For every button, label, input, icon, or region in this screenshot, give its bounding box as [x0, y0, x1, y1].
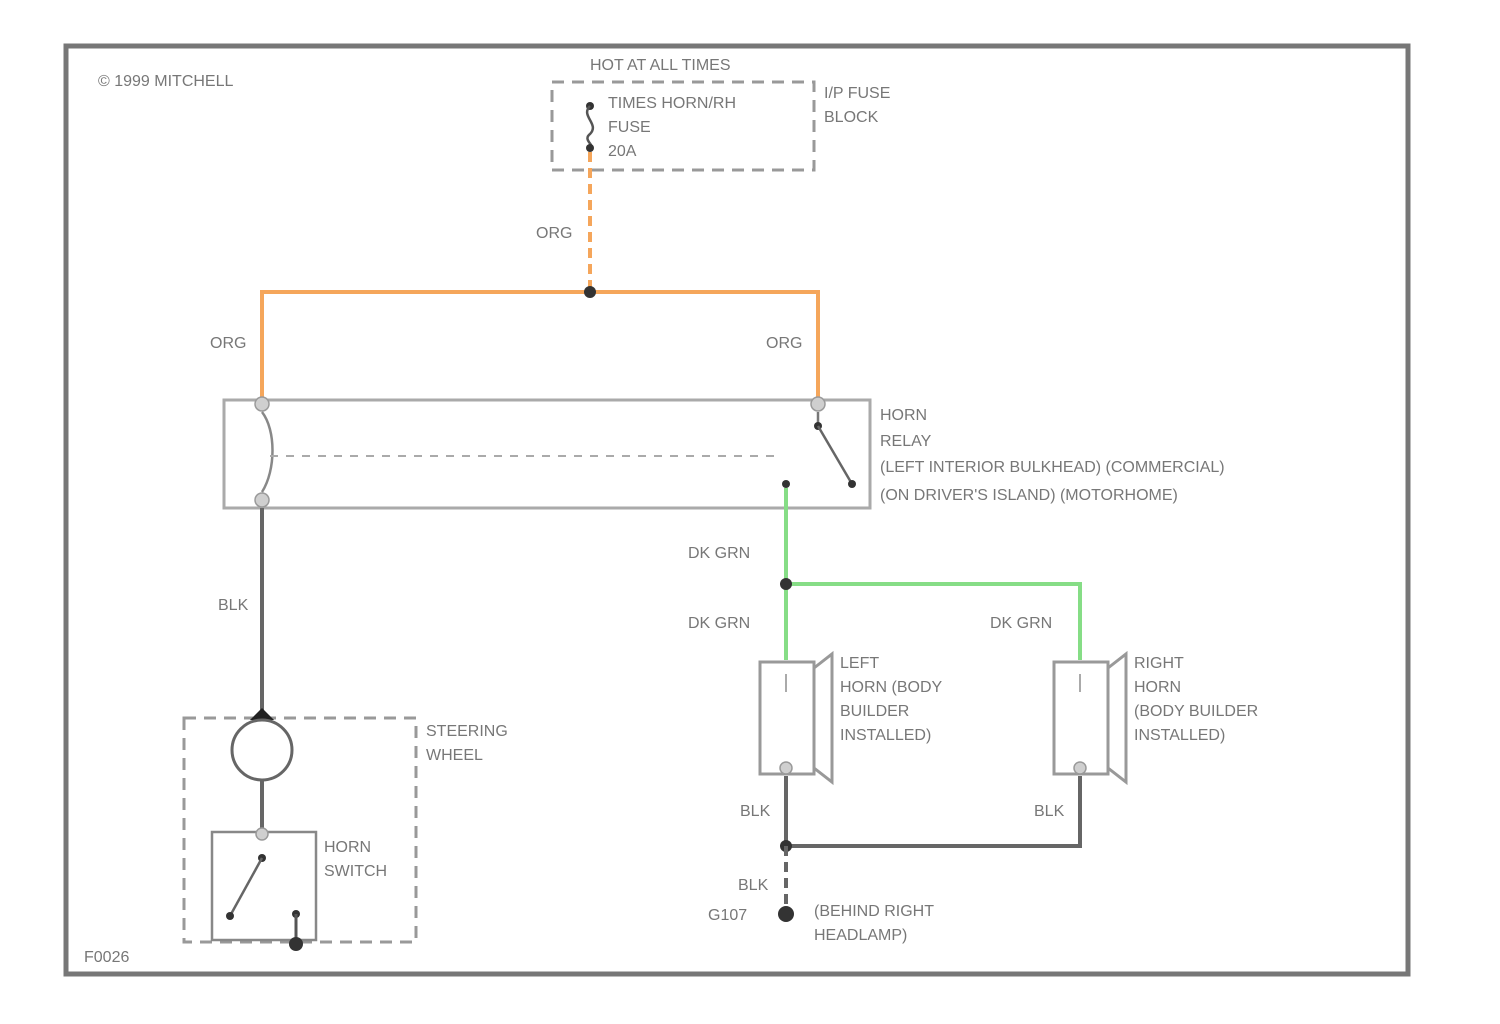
fuse-block-label-line-2: BLOCK [824, 109, 879, 126]
org-wire-label-right: ORG [766, 335, 802, 352]
org-splice-dot [584, 286, 596, 298]
left-horn-label-line-4: INSTALLED) [840, 727, 931, 744]
relay-pin-coil-bottom [255, 493, 269, 507]
horn-switch-label-line-1: HORN [324, 839, 371, 856]
right-horn-label-line-2: HORN [1134, 679, 1181, 696]
relay-label-line-2: RELAY [880, 433, 932, 450]
steering-wheel-label-line-2: WHEEL [426, 747, 483, 764]
ground-location-line-2: HEADLAMP) [814, 927, 907, 944]
left-horn-label-line-1: LEFT [840, 655, 879, 672]
horn-switch-ground-dot [289, 937, 303, 951]
left-horn-label-line-2: HORN (BODY [840, 679, 943, 696]
relay-pin-coil-top [255, 397, 269, 411]
left-horn-icon [760, 654, 832, 782]
right-horn-icon [1054, 654, 1126, 782]
relay-pin-switch-top [811, 397, 825, 411]
right-horn-label-line-4: INSTALLED) [1134, 727, 1225, 744]
grn-wire-label-left: DK GRN [688, 615, 750, 632]
fuse-label-line-2: FUSE [608, 119, 651, 136]
org-wire-label-left: ORG [210, 335, 246, 352]
relay-label-line-3: (LEFT INTERIOR BULKHEAD) (COMMERCIAL) [880, 459, 1225, 476]
fuse-block-label-line-1: I/P FUSE [824, 85, 890, 102]
fuse-label-line-3: 20A [608, 143, 637, 160]
horn-switch-box [212, 832, 316, 940]
ground-point-dot [778, 906, 794, 922]
copyright-label: © 1999 MITCHELL [98, 73, 234, 90]
blk-wire-label-left-horn: BLK [740, 803, 771, 820]
horn-switch-label-line-2: SWITCH [324, 863, 387, 880]
fuse-label-line-1: TIMES HORN/RH [608, 95, 736, 112]
figure-id-label: F0026 [84, 949, 129, 966]
ground-id-label: G107 [708, 907, 747, 924]
grn-splice-dot [780, 578, 792, 590]
ground-location-line-1: (BEHIND RIGHT [814, 903, 934, 920]
blk-wire-label-ground: BLK [738, 877, 769, 894]
org-wire-label-main: ORG [536, 225, 572, 242]
blk-wire-label-relay: BLK [218, 597, 249, 614]
grn-wire-label-right: DK GRN [990, 615, 1052, 632]
right-horn-label-line-3: (BODY BUILDER [1134, 703, 1258, 720]
blk-wire-label-right-horn: BLK [1034, 803, 1065, 820]
hot-at-all-label: HOT AT ALL TIMES [590, 57, 731, 74]
right-horn-label-line-1: RIGHT [1134, 655, 1184, 672]
steering-wheel-label-line-1: STEERING [426, 723, 508, 740]
left-horn-label-line-3: BUILDER [840, 703, 909, 720]
grn-wire-label-relay: DK GRN [688, 545, 750, 562]
relay-label-line-4: (ON DRIVER'S ISLAND) (MOTORHOME) [880, 487, 1178, 504]
relay-label-line-1: HORN [880, 407, 927, 424]
